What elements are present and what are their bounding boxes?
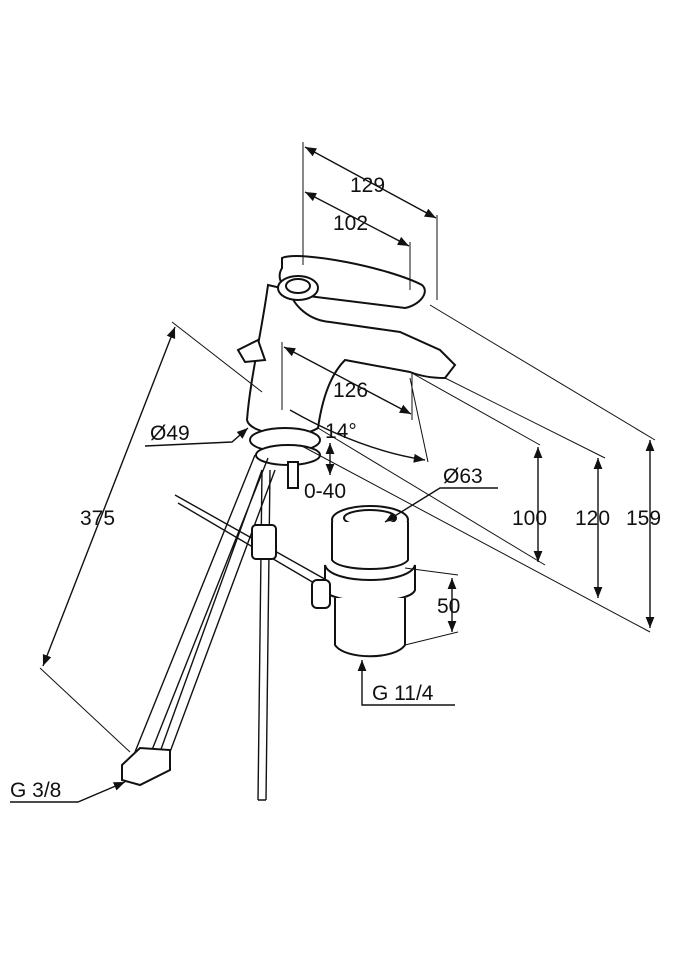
dim-waste-thread: G 11/4 bbox=[372, 682, 434, 705]
faucet-body bbox=[236, 255, 457, 489]
dimension-labels: 129 102 126 14° Ø49 Ø63 0-40 375 100 120… bbox=[10, 174, 661, 802]
dim-126: 126 bbox=[333, 379, 368, 402]
pop-up-waste bbox=[311, 505, 416, 658]
dim-deck-thickness: 0-40 bbox=[304, 480, 346, 503]
dim-102: 102 bbox=[333, 212, 368, 235]
dim-hose-thread: G 3/8 bbox=[10, 779, 61, 802]
dimension-lines bbox=[10, 142, 656, 803]
dim-base-diameter: Ø49 bbox=[150, 422, 190, 445]
dim-120: 120 bbox=[575, 507, 610, 530]
dim-129: 129 bbox=[350, 174, 385, 197]
dim-100: 100 bbox=[512, 507, 547, 530]
dim-angle: 14° bbox=[325, 420, 357, 443]
dim-50: 50 bbox=[437, 595, 460, 618]
supply-hoses bbox=[121, 454, 331, 801]
dim-waste-diameter: Ø63 bbox=[443, 465, 483, 488]
dim-159: 159 bbox=[626, 507, 661, 530]
dim-375: 375 bbox=[80, 507, 115, 530]
